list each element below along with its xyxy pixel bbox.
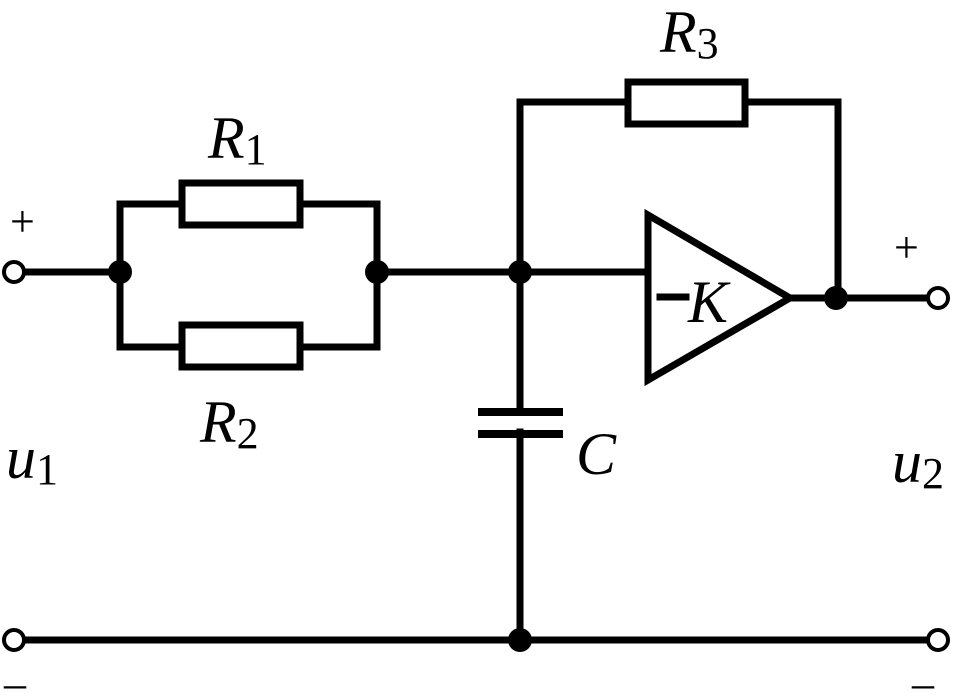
output-minus-sign: – (911, 659, 935, 698)
label-r3: R3 (659, 0, 719, 68)
input-voltage-sub: 1 (36, 445, 58, 494)
label-r2: R2 (199, 389, 259, 458)
input-plus-sign: + (10, 197, 35, 246)
output-terminal-bottom (926, 628, 950, 652)
resistor-r3 (624, 78, 749, 128)
wires (18, 98, 942, 644)
feedback-wire-left (516, 98, 632, 276)
node-right (365, 260, 389, 284)
resistor-r1 (178, 179, 304, 229)
label-r1-name: R (207, 105, 245, 171)
output-voltage-name: u (892, 429, 922, 495)
output-voltage-label: u2 (892, 429, 944, 498)
label-r1: R1 (207, 105, 267, 174)
input-terminal-top (2, 260, 26, 284)
label-r2-sub: 2 (237, 409, 259, 458)
node-middle (508, 260, 532, 284)
output-voltage-sub: 2 (922, 449, 944, 498)
node-ground (508, 628, 532, 652)
node-left (108, 260, 132, 284)
parallel-branch-bottom-wire-right (296, 268, 381, 351)
label-capacitor: C (576, 421, 617, 487)
input-terminal-bottom (2, 628, 26, 652)
label-r3-sub: 3 (697, 19, 719, 68)
parallel-branch-top-wire-right (296, 200, 381, 276)
node-output (824, 286, 848, 310)
input-voltage-label: u1 (6, 425, 58, 494)
amplifier-gain-label: K (687, 269, 731, 335)
output-terminal-top (926, 286, 950, 310)
parallel-branch-top-wire (116, 200, 186, 276)
amplifier: K (644, 208, 797, 387)
capacitor (478, 408, 563, 438)
label-r3-name: R (659, 0, 697, 65)
label-r1-sub: 1 (245, 125, 267, 174)
terminals (2, 260, 950, 652)
label-r2-name: R (199, 389, 237, 455)
input-minus-sign: – (3, 659, 27, 698)
input-voltage-name: u (6, 425, 36, 491)
output-plus-sign: + (894, 223, 919, 272)
nodes (108, 260, 848, 652)
feedback-wire-right (741, 98, 842, 302)
parallel-branch-bottom-wire (116, 268, 186, 351)
resistor-r2 (178, 321, 304, 371)
amplifier-triangle (644, 208, 797, 387)
